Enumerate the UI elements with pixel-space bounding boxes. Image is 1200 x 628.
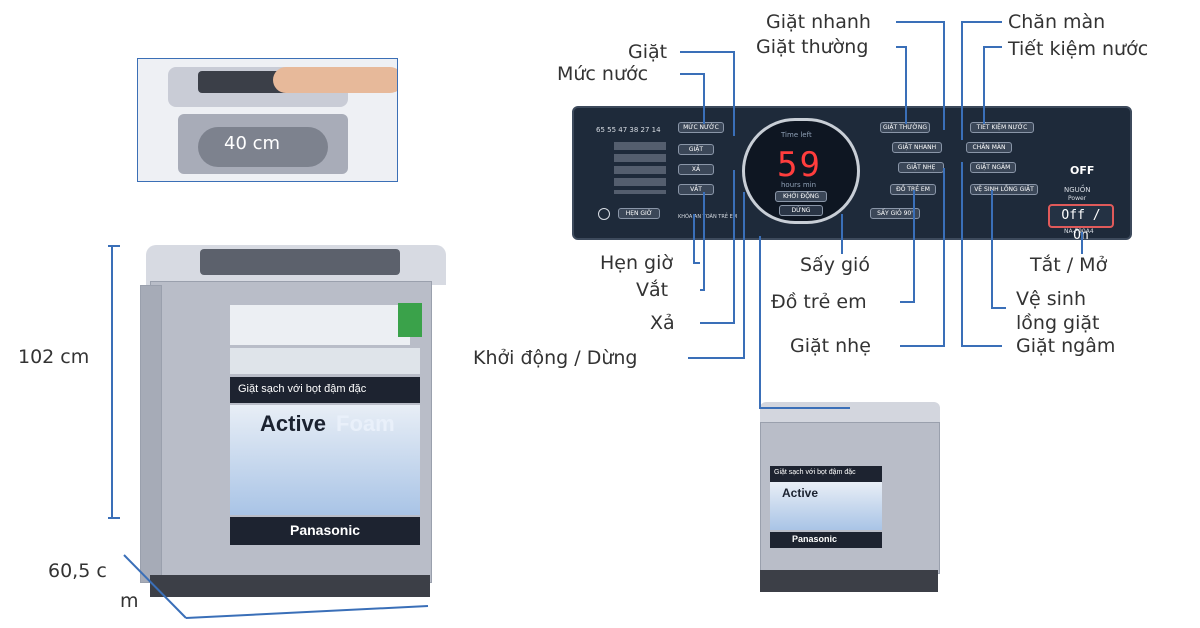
btn-khoi-dong[interactable]: KHỞI ĐỘNG [775,191,827,202]
btn-say-gio[interactable]: SẤY GIÓ 90' [870,208,920,219]
clock-icon [598,208,610,220]
brand-banner [230,517,420,545]
small-active-text: Active [782,486,819,500]
active-text: Active [260,411,327,436]
callout-chan-man: Chăn màn [1008,11,1106,33]
btn-ve-sinh-long-giat[interactable]: VỆ SINH LỒNG GIẶT [970,184,1038,195]
small-slogan-banner [770,466,882,482]
activefoam-panel [230,405,420,515]
callout-ve-sinh-line2: lồng giặt [1016,312,1100,334]
callout-vat: Vắt [636,279,669,301]
callout-tiet-kiem-nuoc: Tiết kiệm nước [1008,38,1149,60]
lid-width-label: 40 cm [224,133,281,154]
btn-xa[interactable]: XẢ [678,164,714,175]
sticker-area [230,305,410,345]
callout-xa: Xả [650,312,675,334]
btn-chan-man[interactable]: CHĂN MÀN [966,142,1012,153]
hand-image [273,67,397,93]
water-levels: 65 55 47 38 27 14 [596,126,661,134]
energy-label [398,303,422,337]
slogan-banner [230,377,420,403]
small-slogan-text: Giặt sạch với bọt đậm đặc [774,469,856,476]
btn-vat[interactable]: VẮT [678,184,714,195]
display-dial: Time left 59 hours min KHỞI ĐỘNG DỪNG [742,118,860,224]
btn-giat-nhe[interactable]: GIẶT NHẸ [898,162,944,173]
lid-photo: 40 cm [137,58,398,182]
btn-giat[interactable]: GIẶT [678,144,714,155]
callout-do-tre-em: Đồ trẻ em [771,291,867,313]
power-label: NGUỒN [1064,186,1091,194]
level-bars [614,142,666,194]
foam-text: Foam [336,411,395,436]
btn-hen-gio[interactable]: HẸN GIỜ [618,208,660,219]
callout-giat-nhanh: Giặt nhanh [766,11,871,33]
btn-tiet-kiem-nuoc[interactable]: TIẾT KIỆM NƯỚC [970,122,1034,133]
brand-text: Panasonic [290,522,361,538]
machine-small: Giặt sạch với bọt đậm đặc Active Panason… [752,402,947,602]
power-button[interactable]: Off / On [1048,204,1114,243]
callout-ve-sinh-line1: Vệ sinh [1016,288,1086,310]
callout-muc-nuoc: Mức nước [557,63,649,85]
callout-giat-nhe: Giặt nhẹ [790,335,871,357]
feature-strip [230,348,420,374]
callout-khoi-dong-dung: Khởi động / Dừng [473,347,638,369]
machine-base [150,575,430,597]
time-display: 59 [777,145,822,185]
height-label: 102 cm [18,346,90,368]
btn-muc-nuoc[interactable]: MỨC NƯỚC [678,122,724,133]
btn-giat-nhanh[interactable]: GIẶT NHANH [892,142,942,153]
control-panel: 65 55 47 38 27 14 MỨC NƯỚC GIẶT XẢ VẮT H… [572,106,1132,243]
small-brand-text: Panasonic [792,534,838,544]
slogan-text: Giặt sạch với bọt đậm đặc [238,383,367,395]
small-brand-banner [770,532,882,548]
auto-off-text: OFF [1070,164,1095,177]
callout-tat-mo: Tắt / Mở [1030,254,1108,276]
child-lock-text: KHÓA AN TOÀN TRẺ EM [678,214,738,220]
machine-panel [200,249,400,275]
callout-giat-thuong: Giặt thường [756,36,869,58]
depth-label-line1: 60,5 c [48,560,107,582]
machine-main: Giặt sạch với bọt đậm đặc Active Foam Pa… [140,245,460,605]
power-sub: Power [1068,195,1087,202]
callout-giat-ngam: Giặt ngâm [1016,335,1116,357]
depth-label-line2: m [120,590,139,612]
callout-hen-gio: Hẹn giờ [600,252,674,274]
small-foam-panel [770,482,882,530]
time-left-text: Time left [781,131,812,139]
small-base [760,570,938,592]
model-text: NA-F90A4 [1064,228,1094,235]
drum-inner [198,127,328,167]
btn-dung[interactable]: DỪNG [779,205,823,216]
hours-min-text: hours min [781,181,817,189]
callout-giat: Giặt [628,41,668,63]
btn-giat-ngam[interactable]: GIẶT NGÂM [970,162,1016,173]
callout-say-gio: Sấy gió [800,254,870,276]
